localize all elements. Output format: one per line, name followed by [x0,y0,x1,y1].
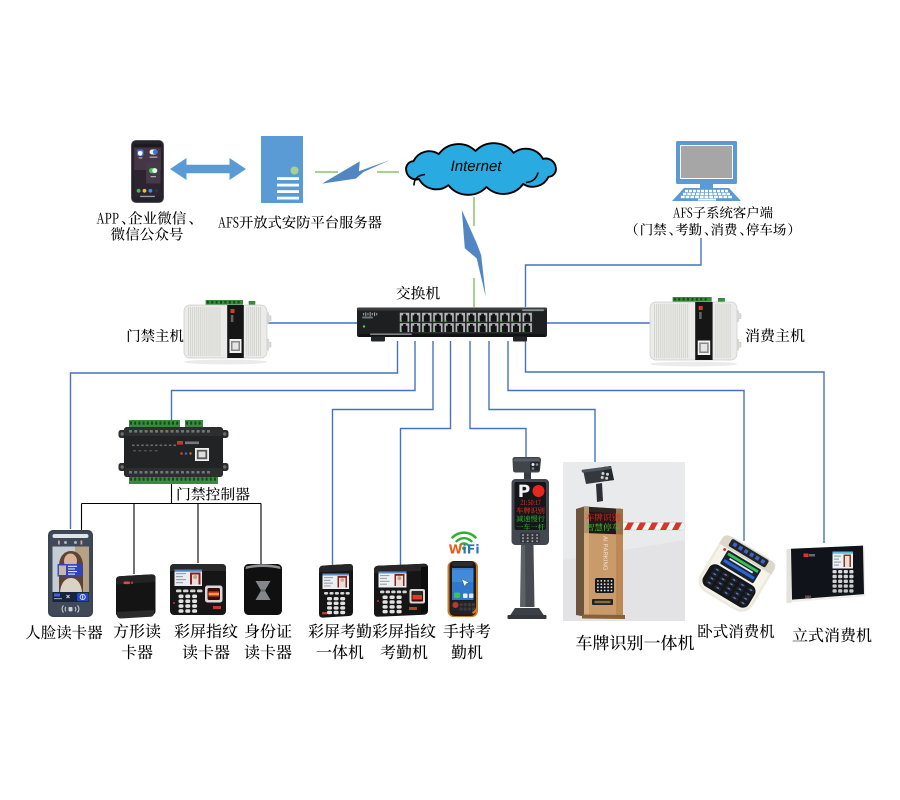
wifi-icon [451,531,477,551]
idcard-reader-image [244,564,282,615]
lightning-bolt-vertical-icon [461,210,486,297]
edge-switch-attendance [331,341,434,565]
face-reader-label [25,624,103,640]
consume-host-image [649,297,742,367]
edge-switch-fpattendance [399,341,452,565]
fingerprint-attendance-image [374,563,428,617]
edge-switch-vertconsumer [524,341,825,543]
square-reader-label-line2 [121,644,153,660]
attendance-terminal-label-line1 [308,623,372,639]
wifi-text-w [448,544,462,554]
lightning-bolt-horizontal-icon [322,160,391,184]
plate-recognition-label [576,634,695,651]
plate-machine-photo [563,462,686,621]
access-host-label [127,328,184,343]
face-reader-image [48,530,93,617]
edge-switch-facereader [69,341,399,529]
pole-red-light [532,485,545,497]
subsystem-client-label-line2 [633,223,793,236]
desktop-computer-image [672,141,741,201]
handheld-attendance-label-line1 [443,623,491,639]
subsystem-client-label-line1 [673,206,773,219]
plate-pole-image [507,457,549,619]
platform-server-label [218,215,382,229]
pos-terminal-image [698,535,776,612]
square-reader-label-line1 [113,623,161,639]
horizontal-consumer-label [698,623,775,639]
attendance-terminal-label-line2 [316,644,364,660]
vertical-consumer-label [792,627,872,643]
fingerprint-reader-image [170,564,226,615]
controller-board-image [118,420,229,484]
edge-switch-horizconsumer [507,341,745,541]
edge-switch-platepole [469,341,527,458]
fingerprint-reader-label-line1 [174,623,238,639]
square-reader-image [116,574,156,619]
handheld-attendance-label-line2 [451,644,483,660]
double-arrow-icon [170,158,246,180]
attendance-terminal-image [319,563,353,618]
server-image [261,136,303,203]
smartphone-image [131,140,164,203]
switch-label [396,285,440,300]
fingerprint-attendance-label-line1 [372,623,436,639]
internet-cloud-icon [405,142,557,196]
edge-switch-controller [170,341,416,421]
mobile-app-label-line1 [96,211,193,225]
network-switch-image [357,307,547,342]
handheld-terminal-image [447,561,478,617]
access-host-image [183,300,272,365]
mobile-app-label-line2 [110,227,183,241]
idcard-reader-label-line1 [244,623,292,639]
access-controller-label [177,486,250,501]
fingerprint-attendance-label-line2 [380,644,428,660]
edge-switch-platemachine [488,341,596,462]
consume-host-label [745,328,805,343]
fingerprint-reader-label-line2 [182,644,230,660]
wall-terminal-image [786,545,866,604]
edge-client-switch [524,238,702,307]
speaker-icon [61,605,80,613]
cisco-logo [363,311,378,317]
connection-lines [69,171,825,574]
idcard-reader-label-line2 [244,644,292,660]
